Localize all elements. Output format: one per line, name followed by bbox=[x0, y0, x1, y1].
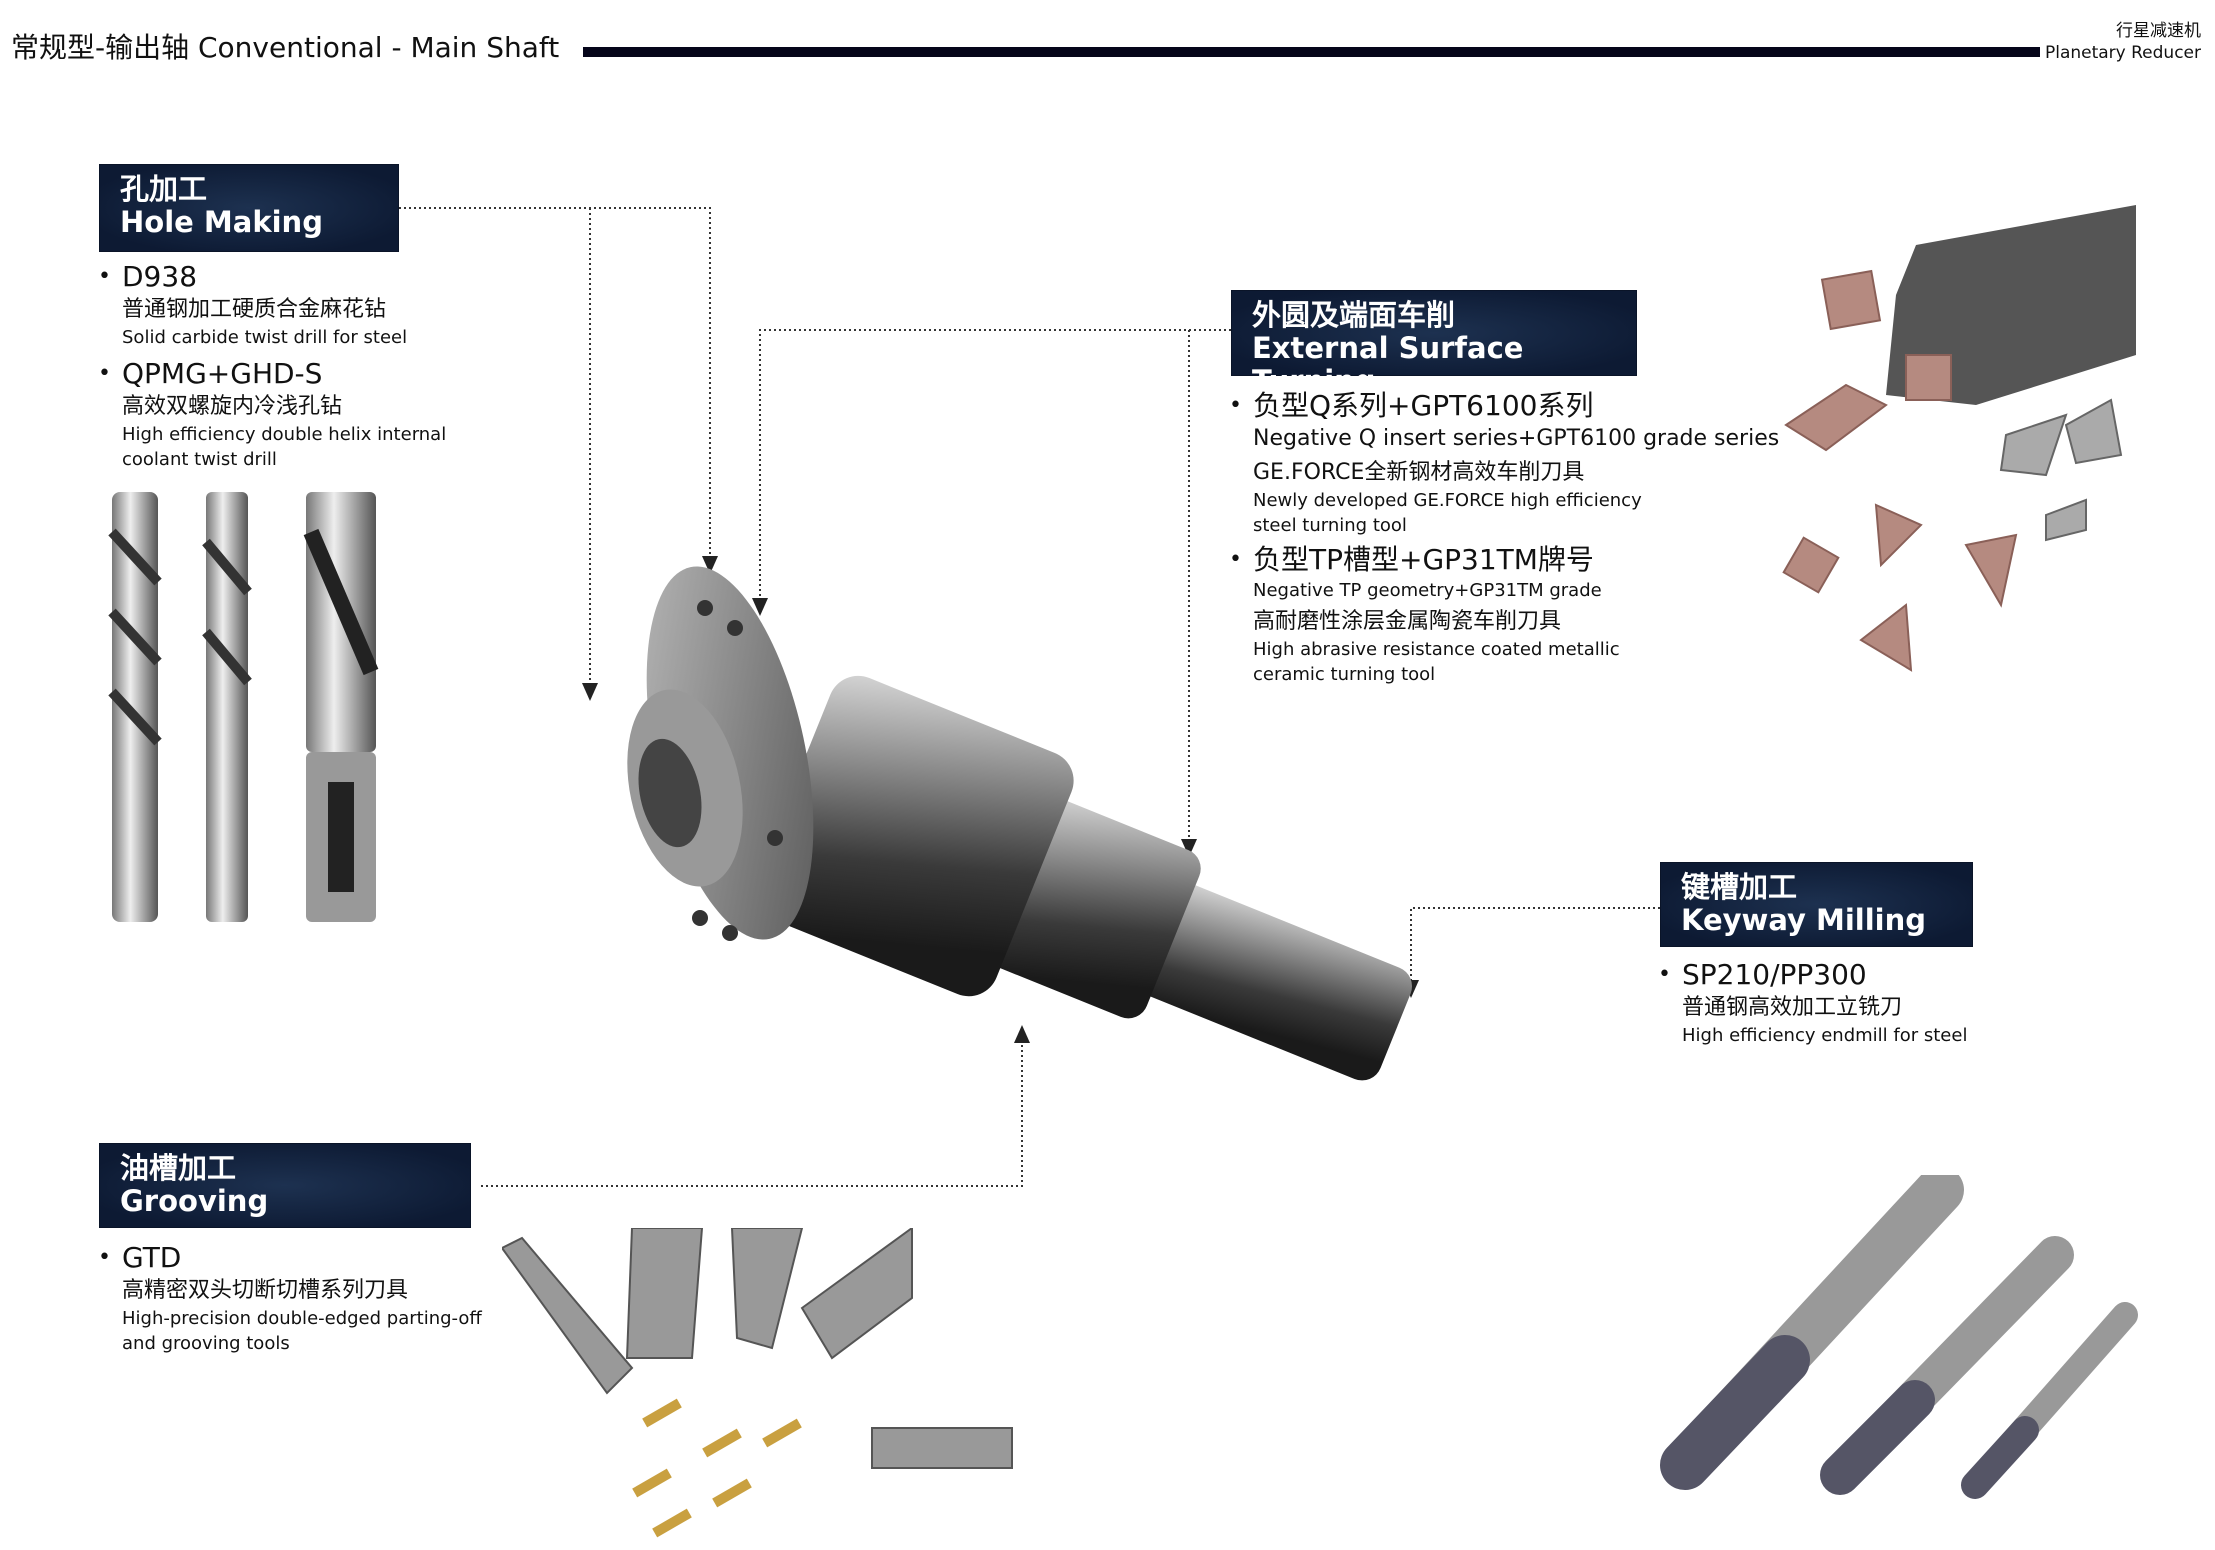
keyway-en: Keyway Milling bbox=[1681, 903, 1927, 937]
item-desc-en: ceramic turning tool bbox=[1253, 664, 1436, 685]
turning-zh: 外圆及端面车削 bbox=[1252, 298, 1456, 332]
hole-en: Hole Making bbox=[120, 205, 323, 239]
item-desc-zh: 普通钢高效加工立铣刀 bbox=[1682, 995, 1903, 1020]
keyway-zh: 键槽加工 bbox=[1681, 870, 1798, 904]
item-desc-zh: GE.FORCE全新钢材高效车削刀具 bbox=[1253, 460, 1585, 485]
item-desc-en: Newly developed GE.FORCE high efficiency bbox=[1253, 490, 1642, 511]
item-desc-en: and grooving tools bbox=[122, 1333, 290, 1354]
grooving-item-gtd: GTD 高精密双头切断切槽系列刀具 High-precision double-… bbox=[98, 1240, 482, 1356]
turning-item-q-series: 负型Q系列+GPT6100系列 Negative Q insert series… bbox=[1229, 388, 1780, 538]
item-desc-en: High efficiency endmill for steel bbox=[1682, 1025, 1968, 1046]
item-desc-zh: 普通钢加工硬质合金麻花钻 bbox=[122, 297, 387, 322]
grooving-zh: 油槽加工 bbox=[120, 1151, 237, 1185]
title-divider bbox=[583, 47, 2040, 57]
item-desc-en: steel turning tool bbox=[1253, 515, 1407, 536]
item-title: SP210/PP300 bbox=[1658, 957, 1967, 993]
item-title: 负型TP槽型+GP31TM牌号 bbox=[1229, 542, 1620, 578]
section-header-hole-making: 孔加工 Hole Making bbox=[99, 164, 399, 252]
turning-inserts-image bbox=[1782, 205, 2136, 672]
item-desc-en: High efficiency double helix internal bbox=[122, 424, 447, 445]
item-title: GTD bbox=[98, 1240, 482, 1276]
item-desc-zh: 高精密双头切断切槽系列刀具 bbox=[122, 1278, 409, 1303]
section-header-external-turning: 外圆及端面车削 External Surface Turning bbox=[1231, 290, 1637, 398]
section-header-keyway-milling: 键槽加工 Keyway Milling bbox=[1660, 862, 1973, 947]
category-label: 行星减速机 Planetary Reducer bbox=[2045, 20, 2201, 64]
grooving-en: Grooving bbox=[120, 1184, 269, 1218]
item-desc-zh: 高耐磨性涂层金属陶瓷车削刀具 bbox=[1253, 609, 1562, 634]
turning-item-tp: 负型TP槽型+GP31TM牌号 Negative TP geometry+GP3… bbox=[1229, 542, 1620, 687]
item-desc-en: Solid carbide twist drill for steel bbox=[122, 327, 408, 348]
item-desc-en: High abrasive resistance coated metallic bbox=[1253, 639, 1620, 660]
main-shaft-image bbox=[627, 566, 1413, 1081]
item-desc-en: Negative TP geometry+GP31TM grade bbox=[1253, 580, 1602, 601]
item-desc-en: coolant twist drill bbox=[122, 449, 277, 470]
hole-item-qpmg: QPMG+GHD-S 高效双螺旋内冷浅孔钻 High efficiency do… bbox=[98, 356, 447, 472]
item-title: D938 bbox=[98, 259, 407, 295]
grooving-tools-image bbox=[502, 1228, 1013, 1538]
item-desc-en: High-precision double-edged parting-off bbox=[122, 1308, 482, 1329]
item-title: 负型Q系列+GPT6100系列 bbox=[1229, 388, 1779, 424]
item-desc-zh: 高效双螺旋内冷浅孔钻 bbox=[122, 394, 343, 419]
drill-images bbox=[108, 492, 379, 922]
category-en: Planetary Reducer bbox=[2044, 43, 2201, 63]
item-title: QPMG+GHD-S bbox=[98, 356, 446, 392]
section-header-grooving: 油槽加工 Grooving bbox=[99, 1143, 471, 1228]
item-desc-en: Negative Q insert series+GPT6100 grade s… bbox=[1253, 426, 1780, 451]
endmill-images bbox=[1660, 1175, 2138, 1499]
category-zh: 行星减速机 bbox=[2116, 21, 2201, 41]
keyway-item-sp210: SP210/PP300 普通钢高效加工立铣刀 High efficiency e… bbox=[1658, 957, 1968, 1048]
hole-zh: 孔加工 bbox=[120, 172, 208, 206]
page-title: 常规型-输出轴 Conventional - Main Shaft bbox=[11, 31, 560, 64]
hole-item-d938: D938 普通钢加工硬质合金麻花钻 Solid carbide twist dr… bbox=[98, 259, 408, 350]
